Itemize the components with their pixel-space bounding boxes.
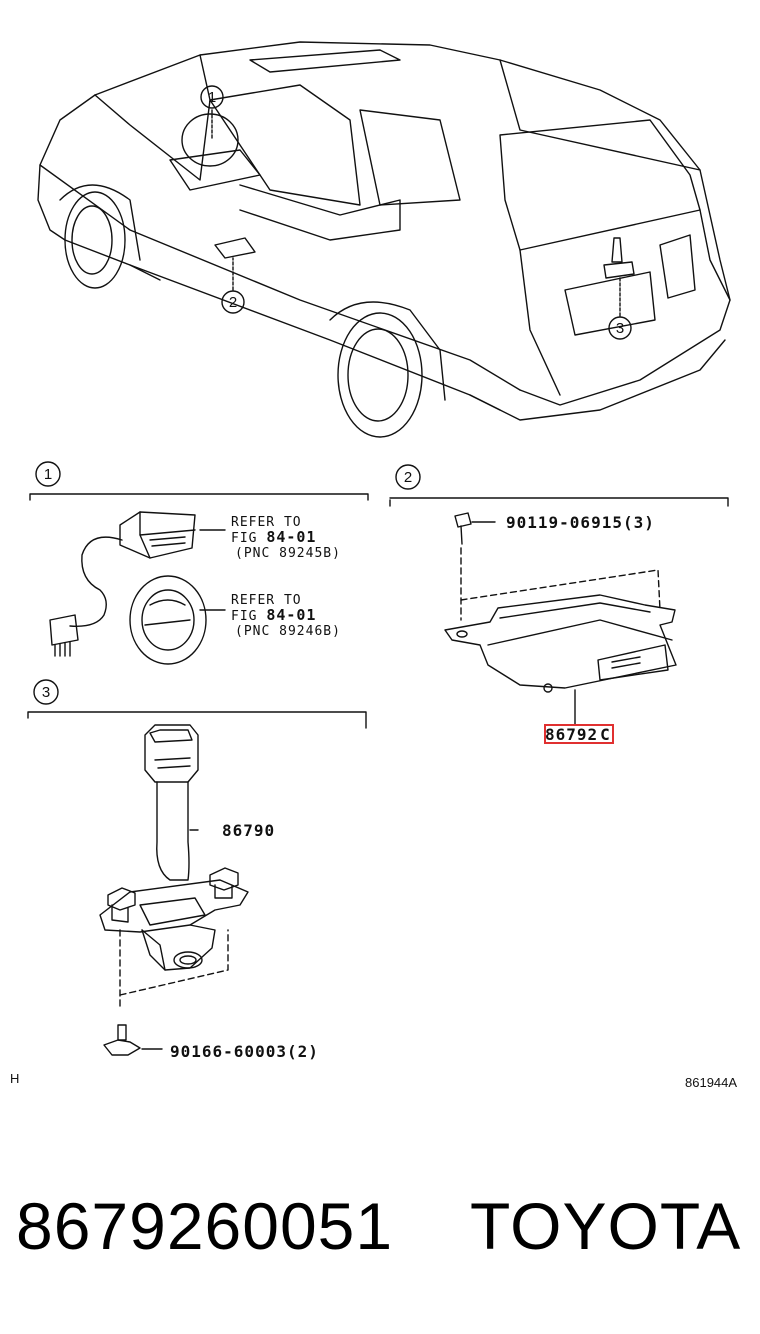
- corner-left-label: H: [10, 1071, 20, 1086]
- bolt-part-label: 90119-06915(3): [506, 513, 655, 532]
- callout-main-3: 3: [616, 320, 624, 337]
- callout-main-1: 1: [208, 89, 216, 106]
- vehicle-illustration: [37, 41, 731, 438]
- refer-1-fig-num: 84-01: [266, 528, 317, 546]
- section2-ecu: [444, 512, 677, 725]
- section1-sensor: [49, 511, 226, 665]
- refer-1-line1: REFER TO: [231, 515, 302, 530]
- refer-2-fig: FIG: [231, 609, 258, 624]
- footer-part-number: 8679260051: [16, 1189, 394, 1263]
- callout-sec-3: 3: [42, 684, 50, 701]
- refer-label-1: REFER TO FIG 84-01 (PNC 89245B): [231, 515, 341, 561]
- diagram-code-label: 861944A: [685, 1075, 738, 1090]
- refer-2-line1: REFER TO: [231, 593, 302, 608]
- callout-main-2: 2: [229, 294, 237, 311]
- ecu-part-number: 86792: [545, 725, 599, 744]
- refer-1-fig: FIG: [231, 531, 258, 546]
- callout-sec-1: 1: [44, 466, 52, 483]
- footer-brand: TOYOTA: [470, 1189, 742, 1263]
- refer-2-fig-num: 84-01: [266, 606, 317, 624]
- screw-part-label: 90166-60003(2): [170, 1042, 319, 1061]
- footer: 8679260051 TOYOTA: [0, 1188, 760, 1278]
- callout-sec-2: 2: [404, 469, 412, 486]
- refer-1-pnc: (PNC 89245B): [235, 546, 341, 561]
- refer-label-2: REFER TO FIG 84-01 (PNC 89246B): [231, 593, 341, 639]
- section3-camera: [99, 724, 249, 1056]
- ecu-part-suffix: C: [600, 725, 611, 744]
- ecu-part-highlight-box: [544, 724, 614, 744]
- refer-2-pnc: (PNC 89246B): [235, 624, 341, 639]
- camera-part-label: 86790: [222, 821, 276, 840]
